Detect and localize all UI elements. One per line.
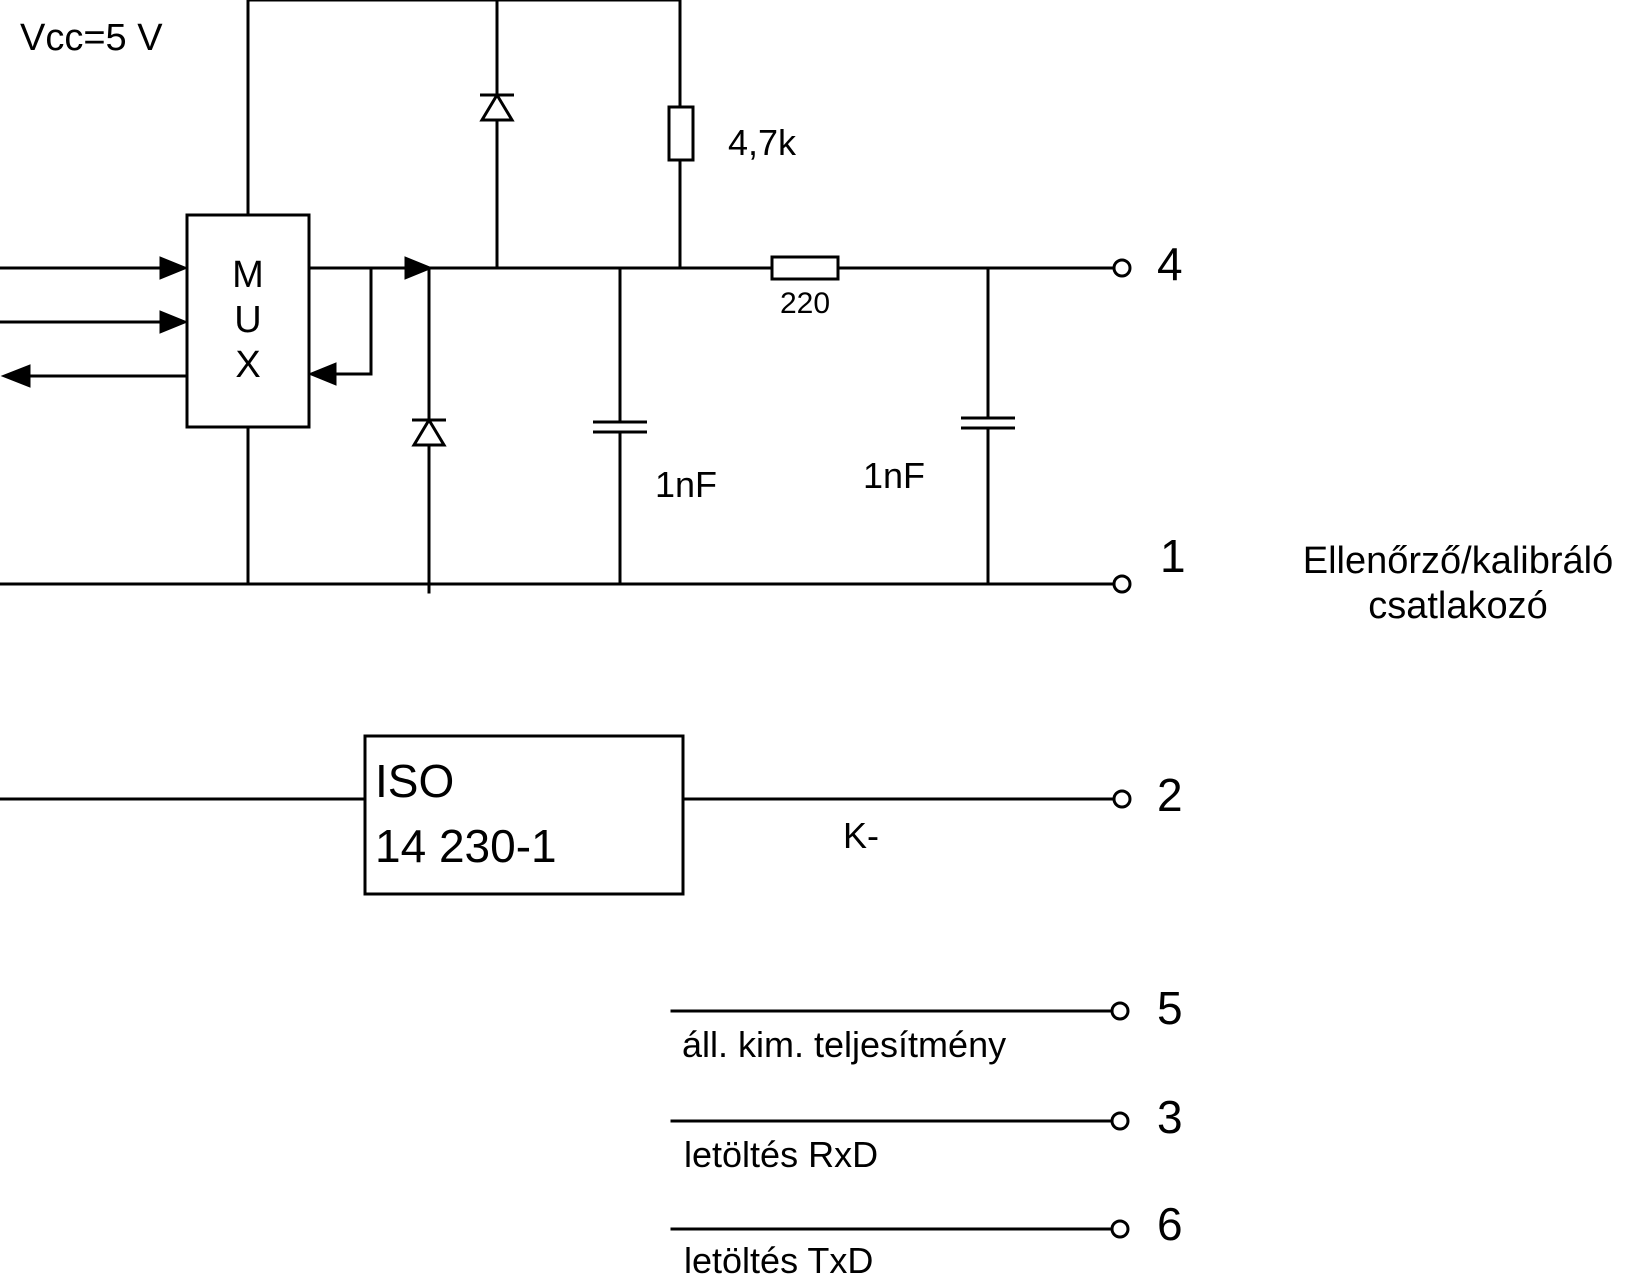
mux-block: M U X	[185, 213, 311, 429]
supply-rail	[246, 0, 682, 217]
k-line-label: K-	[843, 815, 879, 856]
iso-label: ISO	[375, 755, 454, 807]
pullup-resistor: 4,7k	[667, 53, 797, 270]
pin-5-label: áll. kim. teljesítmény	[682, 1024, 1006, 1065]
mux-letter-m: M	[232, 254, 264, 296]
pin-5-number: 5	[1157, 982, 1183, 1034]
pin-2: 2	[1112, 769, 1183, 821]
pin-2-number: 2	[1157, 769, 1183, 821]
pin-4: 4	[1112, 238, 1183, 290]
pin-5: 5 áll. kim. teljesítmény	[670, 982, 1183, 1065]
connector-subtitle: csatlakozó	[1368, 585, 1548, 627]
pin-1: 1	[1112, 530, 1186, 594]
pin-6: 6 letöltés TxD	[670, 1198, 1183, 1275]
pin-3-number: 3	[1157, 1091, 1183, 1143]
pin-3-label: letöltés RxD	[684, 1134, 878, 1175]
pin-3: 3 letöltés RxD	[670, 1091, 1183, 1175]
capacitor-left: 1nF	[593, 266, 717, 586]
capacitor-right: 1nF	[863, 266, 1015, 586]
pin-1-number: 1	[1160, 530, 1186, 582]
mux-letter-x: X	[235, 344, 260, 386]
iso-block: ISO 14 230-1	[0, 734, 1116, 896]
capacitor-right-value: 1nF	[863, 455, 925, 496]
iso-standard-number: 14 230-1	[375, 820, 557, 872]
capacitor-left-value: 1nF	[655, 464, 717, 505]
mux-line-connection	[307, 256, 434, 386]
mux-input-2	[0, 310, 189, 334]
pin-6-number: 6	[1157, 1198, 1183, 1250]
pullup-resistor-value: 4,7k	[728, 122, 797, 163]
lower-diode	[411, 266, 447, 594]
pin-6-label: letöltés TxD	[684, 1240, 873, 1275]
connector-title: Ellenőrző/kalibráló	[1303, 540, 1614, 582]
mux-letter-u: U	[234, 299, 261, 341]
supply-label: Vcc=5 V	[20, 17, 163, 59]
mux-input-1	[0, 256, 189, 280]
mux-output	[0, 364, 189, 388]
series-resistor-value: 220	[780, 287, 830, 320]
upper-diode	[479, 0, 515, 270]
series-resistor: 220	[770, 255, 840, 320]
pin-4-number: 4	[1157, 238, 1183, 290]
